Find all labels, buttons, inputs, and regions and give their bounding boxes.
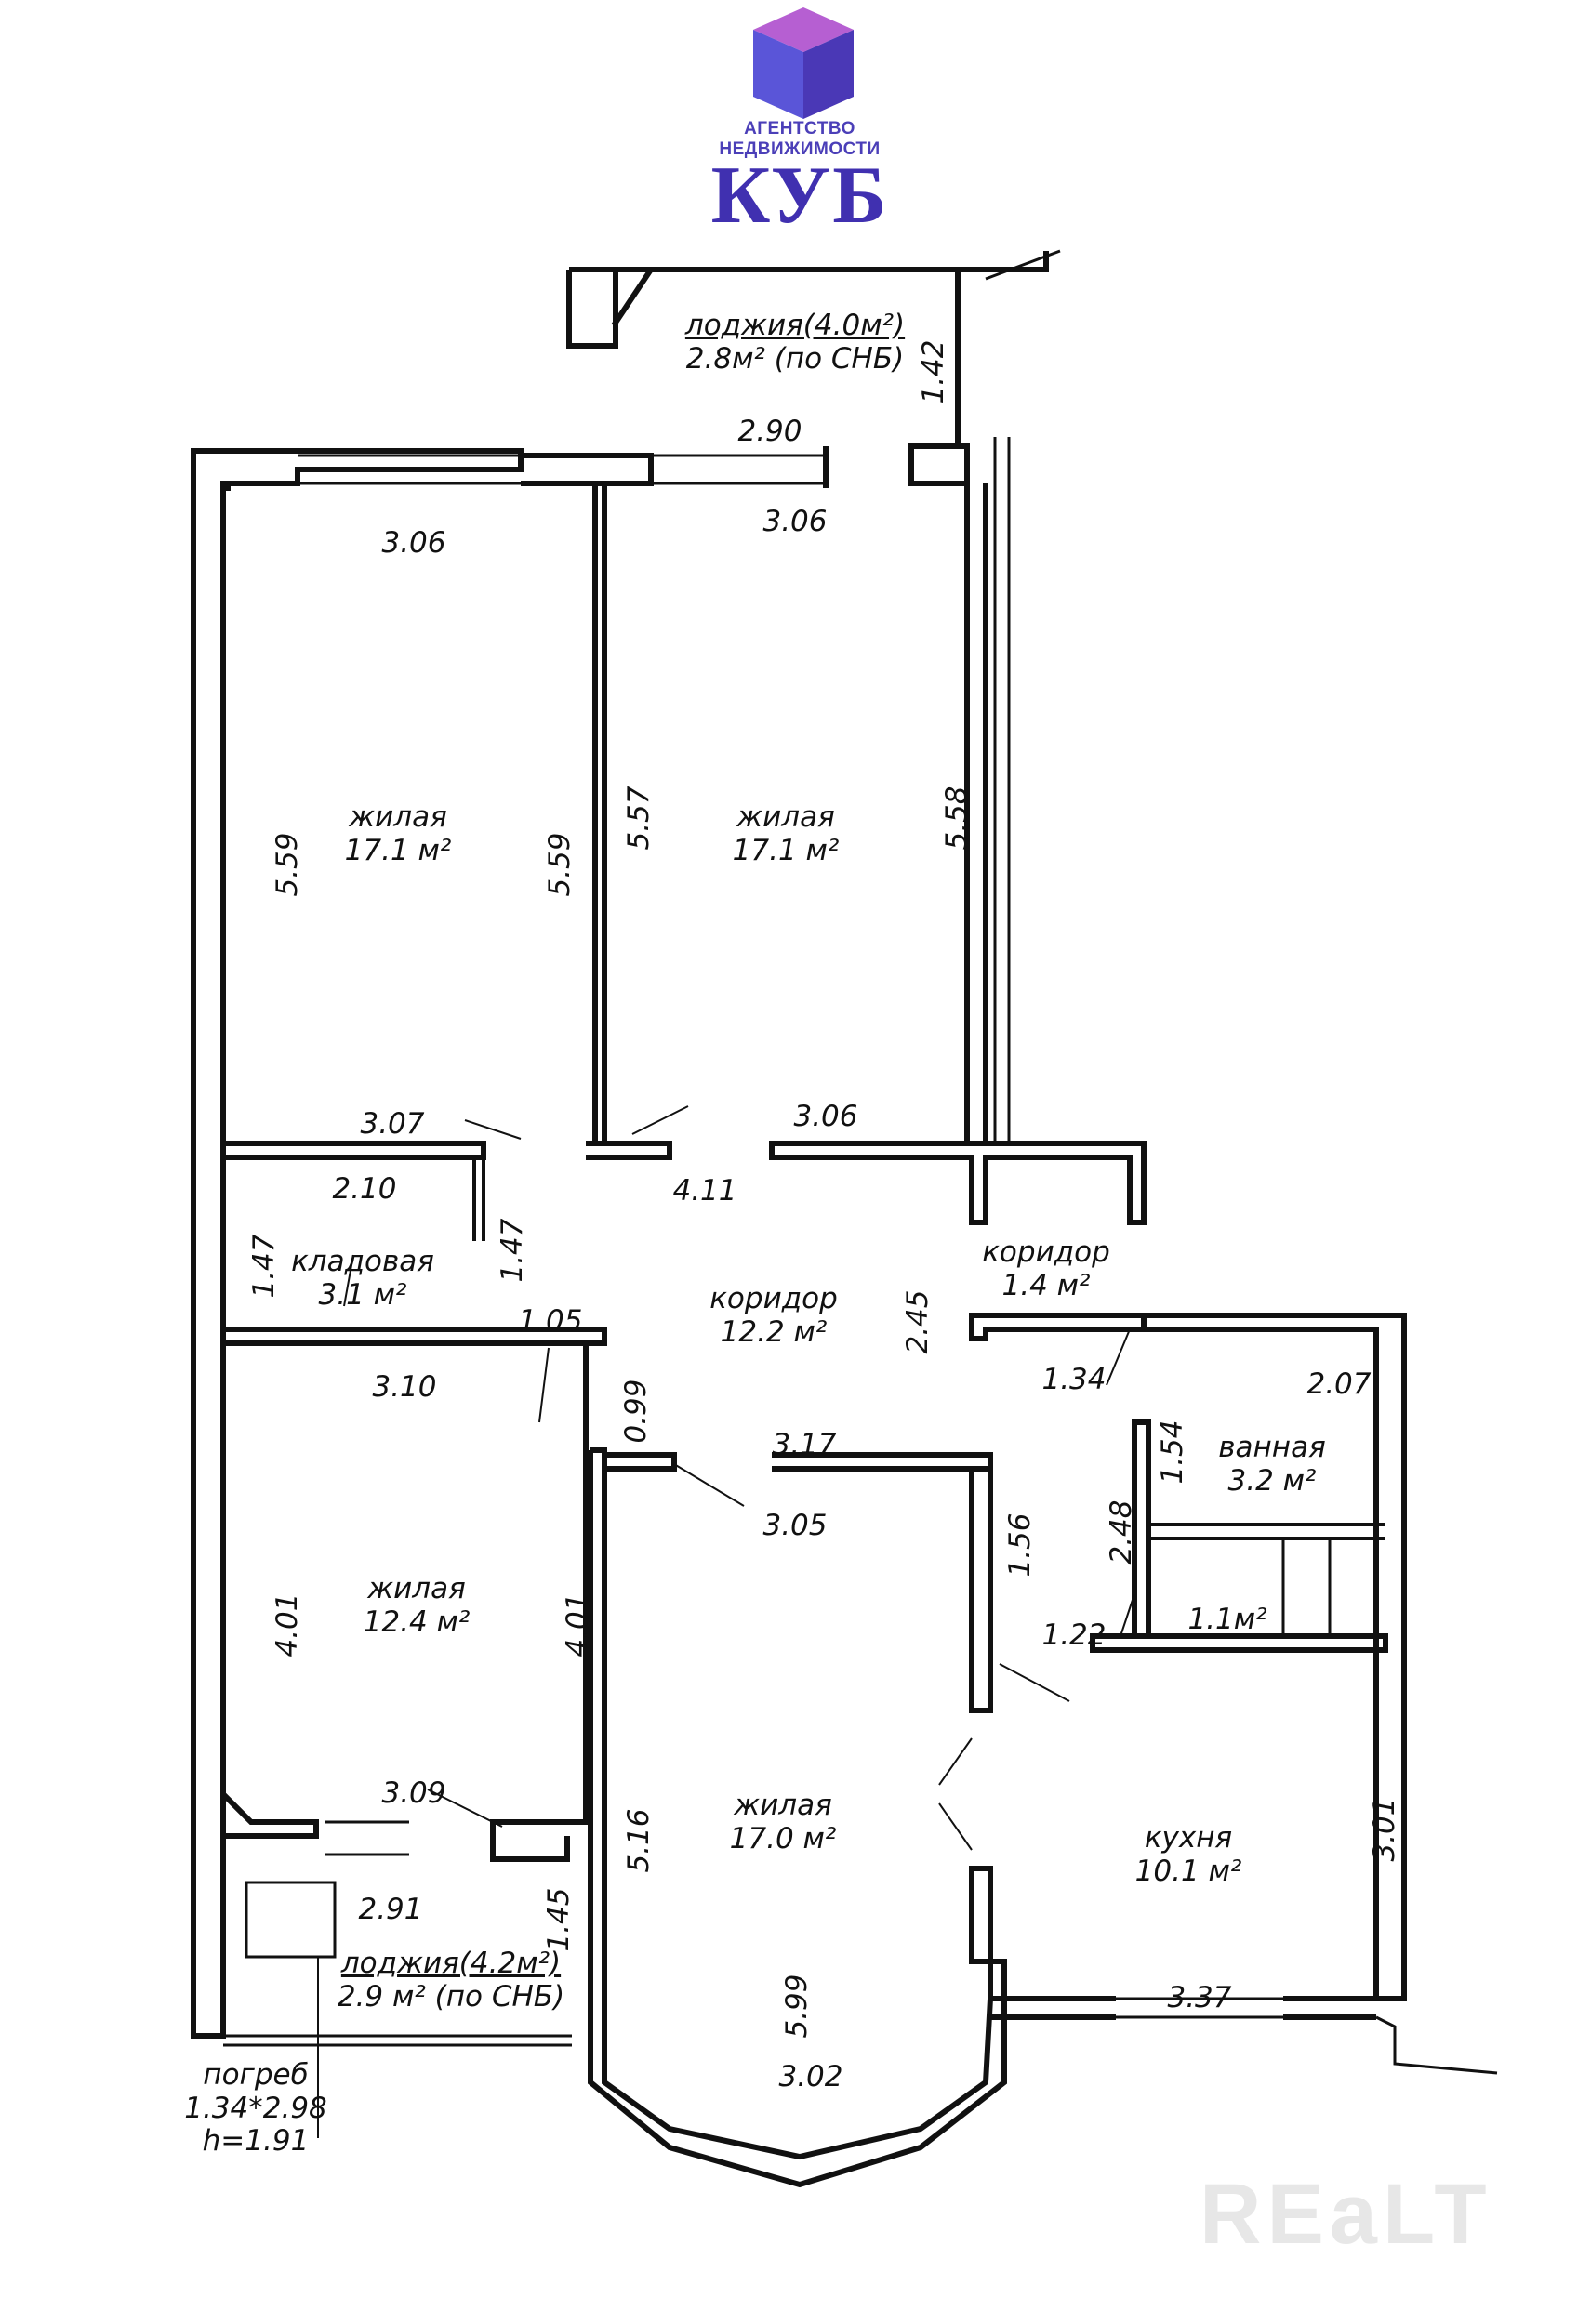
room-wc-area: 1.1м² <box>1187 1603 1267 1636</box>
room-bathroom-name: ванная <box>1218 1431 1326 1464</box>
dim-label: 3.06 <box>762 505 828 539</box>
room-corridor-small-area: 1.4 м² <box>1001 1268 1091 1302</box>
room-loggia-bottom-area-total: лоджия(4.2м²) <box>340 1947 562 1980</box>
room-corridor-small-name: коридор <box>982 1235 1110 1269</box>
dim-label: 2.07 <box>1306 1367 1372 1402</box>
room-cellar-height: h=1.91 <box>202 2124 310 2159</box>
dim-label: 3.01 <box>1368 1797 1402 1862</box>
dim-label: 1.45 <box>542 1887 577 1952</box>
room-living-3-area: 12.4 м² <box>363 1604 471 1639</box>
room-living-4: жилая 17.0 м² <box>730 1789 837 1855</box>
dim-label: 1.54 <box>1156 1419 1190 1485</box>
room-storage-name: кладовая <box>291 1245 434 1278</box>
room-loggia-top-area-total: лоджия(4.0м²) <box>684 309 906 342</box>
dim-label: 1.56 <box>1003 1512 1038 1578</box>
logo-line-realty: НЕДВИЖИМОСТИ <box>719 139 881 159</box>
dim-label: 2.48 <box>1105 1499 1139 1565</box>
room-bathroom-area: 3.2 м² <box>1227 1463 1317 1498</box>
dim-label: 2.91 <box>358 1893 423 1927</box>
dim-label: 5.57 <box>622 786 656 851</box>
dim-label: 3.05 <box>762 1509 828 1543</box>
room-living-3-name: жилая <box>367 1572 466 1605</box>
dim-label: 4.01 <box>561 1592 595 1657</box>
room-loggia-bottom-area-snb: 2.9 м² (по СНБ) <box>337 1979 565 2014</box>
dim-label: 3.10 <box>372 1370 437 1405</box>
logo-brand-name: КУБ <box>710 151 889 241</box>
dim-label: 5.16 <box>622 1808 656 1873</box>
dim-label: 1.34 <box>1041 1363 1107 1397</box>
dim-label: 1.22 <box>1041 1618 1107 1653</box>
dim-label: 1.47 <box>247 1234 282 1299</box>
dim-label: 4.11 <box>672 1174 737 1208</box>
realt-watermark: REaLT <box>1200 2167 1492 2262</box>
dim-label: 0.99 <box>619 1379 654 1444</box>
room-loggia-top-area-snb: 2.8м² (по СНБ) <box>685 341 905 376</box>
room-kitchen-area: 10.1 м² <box>1134 1854 1242 1888</box>
room-cellar-size: 1.34*2.98 <box>184 2091 327 2125</box>
dim-label: 5.59 <box>271 832 305 897</box>
room-bathroom: ванная 3.2 м² <box>1218 1431 1326 1498</box>
dim-label: 4.01 <box>271 1592 305 1657</box>
room-living-2-area: 17.1 м² <box>732 833 840 867</box>
dim-label: 1.42 <box>917 339 951 404</box>
room-corridor-main-name: коридор <box>709 1282 838 1315</box>
room-living-1-name: жилая <box>349 800 447 834</box>
dim-label: 3.02 <box>778 2060 843 2094</box>
room-living-1: жилая 17.1 м² <box>344 800 452 867</box>
dim-label: 2.10 <box>332 1172 397 1207</box>
room-storage: кладовая 3.1 м² <box>291 1245 434 1312</box>
room-living-2-name: жилая <box>736 800 835 834</box>
dim-label: 5.59 <box>543 832 577 897</box>
dim-label: 5.99 <box>780 1974 815 2039</box>
dim-label: 2.45 <box>901 1289 935 1354</box>
dim-label: 3.06 <box>381 526 446 561</box>
room-storage-area: 3.1 м² <box>318 1277 407 1312</box>
dim-label: 3.09 <box>381 1776 446 1811</box>
room-loggia-top: лоджия(4.0м²) 2.8м² (по СНБ) <box>684 309 906 376</box>
room-living-1-area: 17.1 м² <box>344 833 452 867</box>
dim-label: 3.37 <box>1167 1981 1232 2015</box>
dim-label: 3.07 <box>360 1107 425 1142</box>
dim-label: 1.47 <box>496 1218 530 1283</box>
room-living-4-area: 17.0 м² <box>729 1821 837 1855</box>
room-corridor-main-area: 12.2 м² <box>720 1314 828 1349</box>
logo-line-agency: АГЕНТСТВО <box>744 119 855 139</box>
room-living-2: жилая 17.1 м² <box>732 800 840 867</box>
room-wc: 1.1м² <box>1187 1603 1267 1637</box>
room-corridor-main: коридор 12.2 м² <box>709 1282 838 1349</box>
room-cellar-name: погреб <box>203 2058 309 2092</box>
agency-logo: АГЕНТСТВО НЕДВИЖИМОСТИ КУБ <box>688 0 911 242</box>
room-cellar: погреб 1.34*2.98 h=1.91 <box>184 2058 327 2159</box>
room-kitchen-name: кухня <box>1144 1821 1233 1855</box>
room-corridor-small: коридор 1.4 м² <box>982 1235 1110 1302</box>
dim-label: 1.05 <box>518 1304 583 1339</box>
dim-label: 3.06 <box>793 1100 858 1134</box>
cube-logo-icon <box>753 7 854 119</box>
room-kitchen: кухня 10.1 м² <box>1134 1821 1242 1888</box>
room-living-4-name: жилая <box>734 1789 832 1822</box>
dim-label: 2.90 <box>737 415 802 449</box>
room-living-3: жилая 12.4 м² <box>363 1572 471 1639</box>
dim-label: 5.58 <box>940 786 974 851</box>
dim-label: 3.17 <box>772 1428 837 1462</box>
room-loggia-bottom: лоджия(4.2м²) 2.9 м² (по СНБ) <box>337 1947 565 2014</box>
